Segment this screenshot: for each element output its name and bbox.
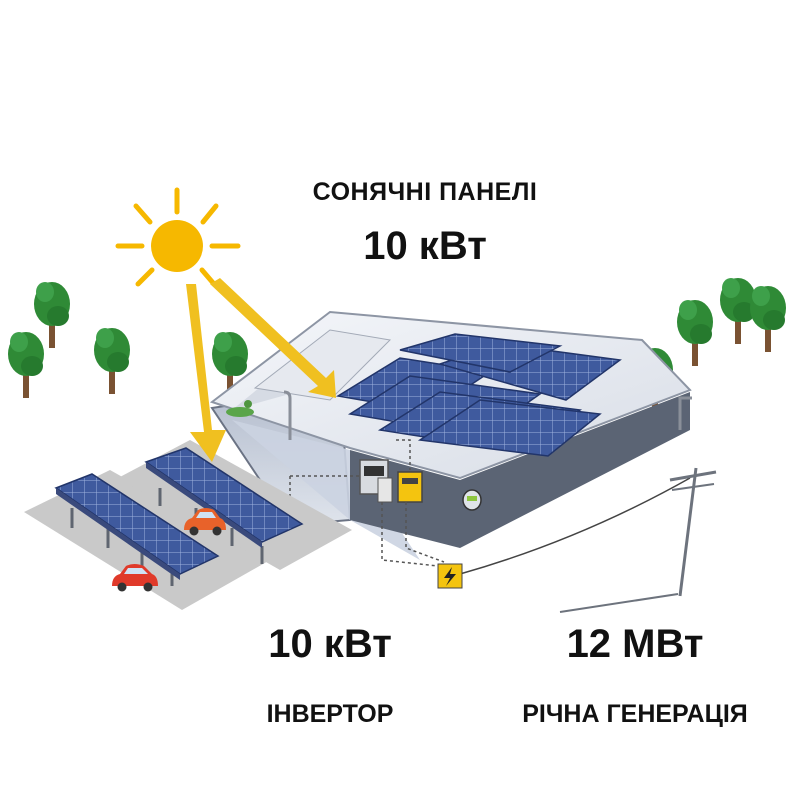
solar-panels-title: СОНЯЧНІ ПАНЕЛІ	[312, 178, 538, 206]
carport-left	[54, 473, 220, 586]
annual-generation-value: 12 МВт	[566, 622, 704, 666]
trees-left	[8, 282, 248, 398]
power-line	[459, 477, 691, 575]
sunlight-arrow-carport	[186, 284, 226, 462]
roof-solar-panels	[335, 333, 622, 457]
inverter-icon	[397, 471, 423, 503]
sunlight-arrow-roof	[210, 278, 336, 398]
lightning-icon	[437, 563, 463, 589]
wall-equipment	[359, 459, 482, 511]
inverter-label: ІНВЕРТОР	[266, 700, 394, 728]
annual-generation-label: РІЧНА ГЕНЕРАЦІЯ	[522, 700, 748, 728]
car-orange	[184, 508, 226, 536]
solar-panels-power: 10 кВт	[363, 224, 487, 268]
meter-icon	[462, 489, 482, 511]
utility-pole-icon	[559, 467, 717, 613]
sun-icon	[115, 187, 241, 287]
inverter-power: 10 кВт	[268, 622, 392, 666]
carport-right	[144, 447, 304, 564]
